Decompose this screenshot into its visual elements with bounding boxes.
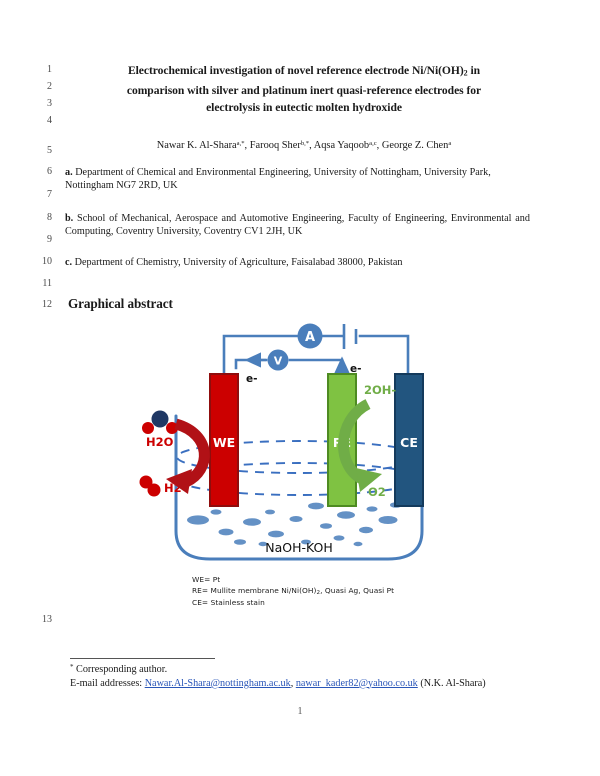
author-2-name: Farooq Sher [249, 140, 301, 151]
line-number-1: 1 [47, 64, 52, 75]
affiliation-b-marker: b. [65, 213, 74, 224]
figure-legend-we: WE= Pt [192, 575, 221, 584]
ammeter-label: A [305, 330, 315, 345]
footnote-asterisk: * [70, 663, 74, 671]
ammeter: A [297, 323, 323, 349]
electron-label-left: e- [246, 373, 257, 385]
author-list: Nawar K. Al-Sharaa,*, Farooq Sherb,*, Aq… [78, 140, 530, 151]
author-4-name: George Z. Chen [381, 140, 449, 151]
author-3-affiliation-marker: a,c [369, 140, 377, 148]
email-link-nottingham[interactable]: Nawar.Al-Shara@nottingham.ac.uk [144, 677, 291, 689]
figure-legend-re-pre: RE= Mullite membrane Ni/Ni(OH) [192, 585, 317, 595]
figure-legend-re: RE= Mullite membrane Ni/Ni(OH)2, Quasi A… [192, 586, 394, 599]
affiliation-b: b. School of Mechanical, Aerospace and A… [65, 212, 530, 238]
author-separator-3: , [376, 140, 382, 151]
line-number-9: 9 [47, 234, 52, 245]
section-heading-graphical-abstract: Graphical abstract [68, 296, 173, 311]
figure-legend-ce: CE= Stainless stain [192, 598, 265, 608]
footnote-block: * Corresponding author. E-mail addresses… [70, 661, 530, 690]
voltmeter-label: V [274, 355, 283, 368]
electrode-counter: CE [394, 373, 424, 507]
author-1-name: Nawar K. Al-Shara [156, 140, 237, 151]
electrode-counter-label: CE [400, 435, 418, 450]
figure-legend-re-subscript: 2 [316, 589, 321, 596]
affiliation-a-marker: a. [65, 167, 73, 178]
footnote-corresponding-author: Corresponding author. [73, 663, 168, 675]
figure-legend-re-post: , Quasi Ag, Quasi Pt [320, 585, 395, 595]
paper-title: Electrochemical investigation of novel r… [78, 62, 530, 116]
oxygen-label: O2 [368, 485, 386, 499]
electrolyte-label: NaOH-KOH [265, 540, 333, 555]
graphical-abstract-figure: A V e- e- [120, 316, 480, 571]
author-1-affiliation-marker: a,* [236, 140, 245, 148]
voltmeter: V [267, 349, 289, 371]
battery-symbol [342, 324, 358, 349]
affiliation-a-text: Department of Chemical and Environmental… [65, 167, 491, 191]
line-number-12: 12 [42, 299, 52, 310]
author-separator-2: , [309, 140, 314, 151]
title-subscript-2: 2 [463, 68, 468, 78]
title-line-1-part-a: Electrochemical investigation of novel r… [127, 64, 464, 77]
author-3-name: Aqsa Yaqoob [313, 140, 370, 151]
title-line-2: comparison with silver and platinum iner… [126, 83, 482, 97]
line-number-4: 4 [47, 115, 52, 126]
footnote-email-tail: (N.K. Al-Shara) [417, 677, 486, 689]
page-number: 1 [297, 706, 303, 717]
title-line-1-part-b: in [467, 64, 481, 77]
line-number-3: 3 [47, 98, 52, 109]
email-link-yahoo[interactable]: nawar_kader82@yahoo.co.uk [295, 677, 418, 689]
line-number-8: 8 [47, 212, 52, 223]
title-line-3: electrolysis in eutectic molten hydroxid… [206, 101, 402, 115]
electrode-working-label: WE [213, 435, 235, 450]
affiliation-c-marker: c. [65, 257, 73, 268]
hydroxide-label: 2OH- [364, 383, 396, 397]
line-number-7: 7 [47, 189, 52, 200]
footnote-email-separator: , [290, 677, 296, 689]
figure-legend: WE= Pt RE= Mullite membrane Ni/Ni(OH)2, … [192, 575, 394, 609]
cathodic-reaction-arrow [166, 418, 210, 494]
water-molecule-icon [142, 410, 178, 434]
beaker-vessel [174, 414, 424, 561]
water-label: H2O [146, 435, 174, 449]
author-4-affiliation-marker: a [448, 140, 452, 148]
line-number-6: 6 [47, 166, 52, 177]
line-number-11: 11 [42, 278, 52, 289]
affiliation-b-text: School of Mechanical, Aerospace and Auto… [65, 213, 530, 237]
line-number-10: 10 [42, 256, 52, 267]
electrode-working: WE [209, 373, 239, 507]
affiliation-a: a. Department of Chemical and Environmen… [65, 166, 530, 192]
line-number-2: 2 [47, 81, 52, 92]
electron-label-right: e- [350, 363, 361, 375]
affiliation-c: c. Department of Chemistry, University o… [65, 256, 530, 269]
line-number-13: 13 [42, 614, 52, 625]
anodic-reaction-arrow [338, 399, 382, 492]
line-number-5: 5 [47, 145, 52, 156]
author-2-affiliation-marker: b,* [300, 140, 310, 148]
affiliation-c-text: Department of Chemistry, University of A… [72, 257, 403, 268]
footnote-email-label: E-mail addresses: [70, 677, 145, 689]
hydrogen-molecule-icon [139, 475, 161, 497]
footnote-divider [70, 658, 215, 659]
author-separator-1: , [244, 140, 250, 151]
